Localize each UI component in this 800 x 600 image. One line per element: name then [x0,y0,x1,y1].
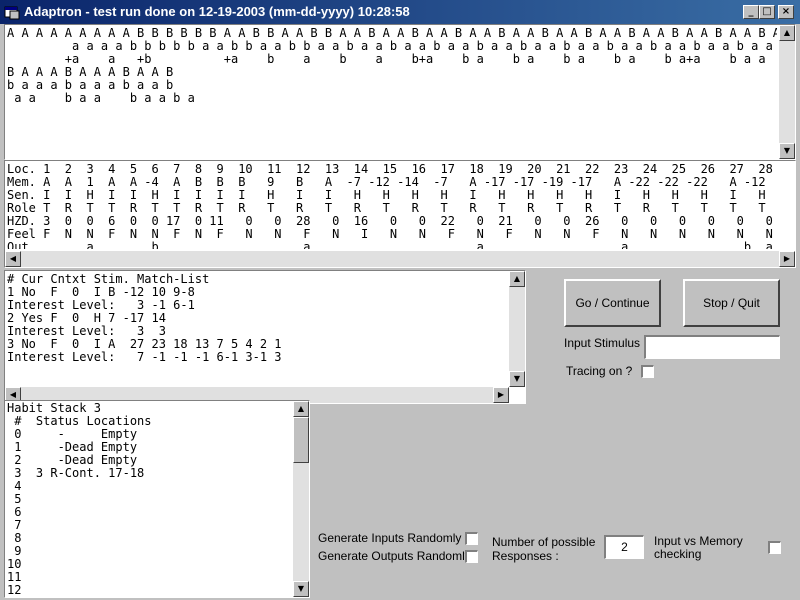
scroll-up-button[interactable]: ▲ [293,401,309,417]
close-button[interactable]: × [778,5,794,19]
num-responses-label-line1: Number of possible [492,535,596,549]
arrow-up-icon: ▲ [783,28,791,37]
memory-horizontal-scrollbar[interactable]: ◀ ▶ [5,251,795,267]
habit-line: 12 [7,583,22,596]
habit-line: 11 [7,570,22,584]
memory-line: Out. a b a a a b a [7,240,773,250]
memory-text-area: Loc. 1 2 3 4 5 6 7 8 9 10 11 12 13 14 15… [7,163,793,249]
sequence-panel[interactable]: A A A A A A A A A B B B B B B A A B B A … [4,24,796,160]
tracing-checkbox[interactable] [641,365,654,378]
context-line: Interest Level: 7 -1 -1 -1 6-1 3-1 3 [7,350,282,364]
minimize-icon: _ [748,6,754,17]
context-horizontal-scrollbar[interactable]: ◀ ▶ [5,387,509,403]
sequence-line: b a a a b a a a b a a b [7,78,174,92]
habit-stack-panel[interactable]: Habit Stack 3 # Status Locations 0 - Emp… [4,400,310,598]
habit-line: 5 [7,492,22,506]
context-line: Interest Level: 3 3 [7,324,166,338]
window-title: Adaptron - test run done on 12-19-2003 (… [24,4,410,19]
habit-line: 7 [7,518,22,532]
memory-line: Loc. 1 2 3 4 5 6 7 8 9 10 11 12 13 14 15… [7,163,773,176]
habit-line: 6 [7,505,22,519]
context-line: 2 Yes F 0 H 7 -17 14 [7,311,166,325]
sequence-text: A A A A A A A A A B B B B B B A A B B A … [7,27,777,105]
habit-line: # Status Locations [7,414,152,428]
memory-checking-label-line2: checking [654,547,702,561]
arrow-up-icon: ▲ [297,404,305,413]
num-responses-label-line2: Responses : [492,549,559,563]
generate-inputs-label: Generate Inputs Randomly ? [318,531,472,545]
memory-line: Mem. A A 1 A A -4 A B B B 9 B A -7 -12 -… [7,175,766,189]
habit-line: 8 [7,531,22,545]
maximize-icon: □ [762,6,772,17]
context-line: 1 No F 0 I B -12 10 9-8 [7,285,195,299]
sequence-line: +a a +b +a b a b a b+a b a b a b a b a b… [7,52,777,66]
habit-stack-text: Habit Stack 3 # Status Locations 0 - Emp… [7,402,291,595]
memory-checking-checkbox[interactable] [768,541,781,554]
scroll-left-button[interactable]: ◀ [5,251,21,267]
context-line: # Cur Cntxt Stim. Match-List [7,273,210,286]
arrow-right-icon: ▶ [497,390,505,399]
memory-line: HZD. 3 0 0 6 0 0 17 0 11 0 0 28 0 16 0 0… [7,214,773,228]
habit-line: 10 [7,557,22,571]
memory-line: Feel F N N F N N F N F N N F N I N N F N… [7,227,773,241]
scroll-down-button[interactable]: ▼ [509,371,525,387]
arrow-left-icon: ◀ [9,390,17,399]
scroll-down-button[interactable]: ▼ [779,143,795,159]
context-vertical-scrollbar[interactable]: ▲ ▼ [509,271,525,387]
habit-line: 0 - Empty [7,427,138,441]
minimize-button[interactable]: _ [743,5,759,19]
scroll-right-button[interactable]: ▶ [493,387,509,403]
arrow-down-icon: ▼ [513,374,521,383]
sequence-text-area: A A A A A A A A A B B B B B B A A B B A … [7,27,777,157]
memory-checking-label-line1: Input vs Memory [654,534,743,548]
habit-text-area: Habit Stack 3 # Status Locations 0 - Emp… [7,402,291,595]
scroll-down-button[interactable]: ▼ [293,581,309,597]
habit-line: 1 -Dead Empty [7,440,138,454]
memory-line: Role T R T T R T T R T R T R T R T R T R… [7,201,766,215]
habit-vertical-scrollbar[interactable]: ▲ ▼ [293,401,309,597]
context-line: Interest Level: 3 -1 6-1 [7,298,195,312]
generate-inputs-checkbox[interactable] [465,532,478,545]
sequence-line: a a b a a b a a b a [7,91,195,105]
arrow-up-icon: ▲ [513,274,521,283]
habit-line: 9 [7,544,22,558]
arrow-down-icon: ▼ [297,584,305,593]
scroll-thumb[interactable] [293,417,309,463]
context-line: 3 No F 0 I A 27 23 18 13 7 5 4 2 1 [7,337,282,351]
habit-line: 2 -Dead Empty [7,453,138,467]
sequence-line: B A A A B A A A B A A B [7,65,174,79]
generate-outputs-label: Generate Outputs Randomly? [318,549,478,563]
memory-line: Sen. I I H I I H I I I I H I I H H H H I… [7,188,766,202]
arrow-right-icon: ▶ [783,254,791,263]
title-bar[interactable]: Adaptron - test run done on 12-19-2003 (… [0,0,800,24]
scroll-up-button[interactable]: ▲ [509,271,525,287]
habit-line: 4 [7,479,22,493]
memory-panel[interactable]: Loc. 1 2 3 4 5 6 7 8 9 10 11 12 13 14 15… [4,160,796,268]
memory-text: Loc. 1 2 3 4 5 6 7 8 9 10 11 12 13 14 15… [7,163,793,249]
arrow-left-icon: ◀ [9,254,17,263]
num-responses-field[interactable]: 2 [604,535,644,559]
scroll-right-button[interactable]: ▶ [779,251,795,267]
sequence-vertical-scrollbar[interactable]: ▲ ▼ [779,25,795,159]
habit-line: Habit Stack 3 [7,402,101,415]
maximize-button[interactable]: □ [759,5,775,19]
scroll-up-button[interactable]: ▲ [779,25,795,41]
close-icon: × [781,6,791,17]
stop-quit-button[interactable]: Stop / Quit [683,279,780,327]
input-stimulus-label: Input Stimulus : [564,336,647,350]
arrow-down-icon: ▼ [783,146,791,155]
sequence-line: A A A A A A A A A B B B B B B A A B B A … [7,27,777,40]
tracing-label: Tracing on ? [566,364,633,378]
go-continue-button[interactable]: Go / Continue [564,279,661,327]
generate-outputs-checkbox[interactable] [465,550,478,563]
sequence-line: a a a a b b b b b a a b b a a b b a a b … [7,39,777,53]
input-stimulus-field[interactable] [644,335,780,359]
habit-line: 3 3 R-Cont. 17-18 [7,466,145,480]
app-window-icon[interactable] [4,4,20,20]
